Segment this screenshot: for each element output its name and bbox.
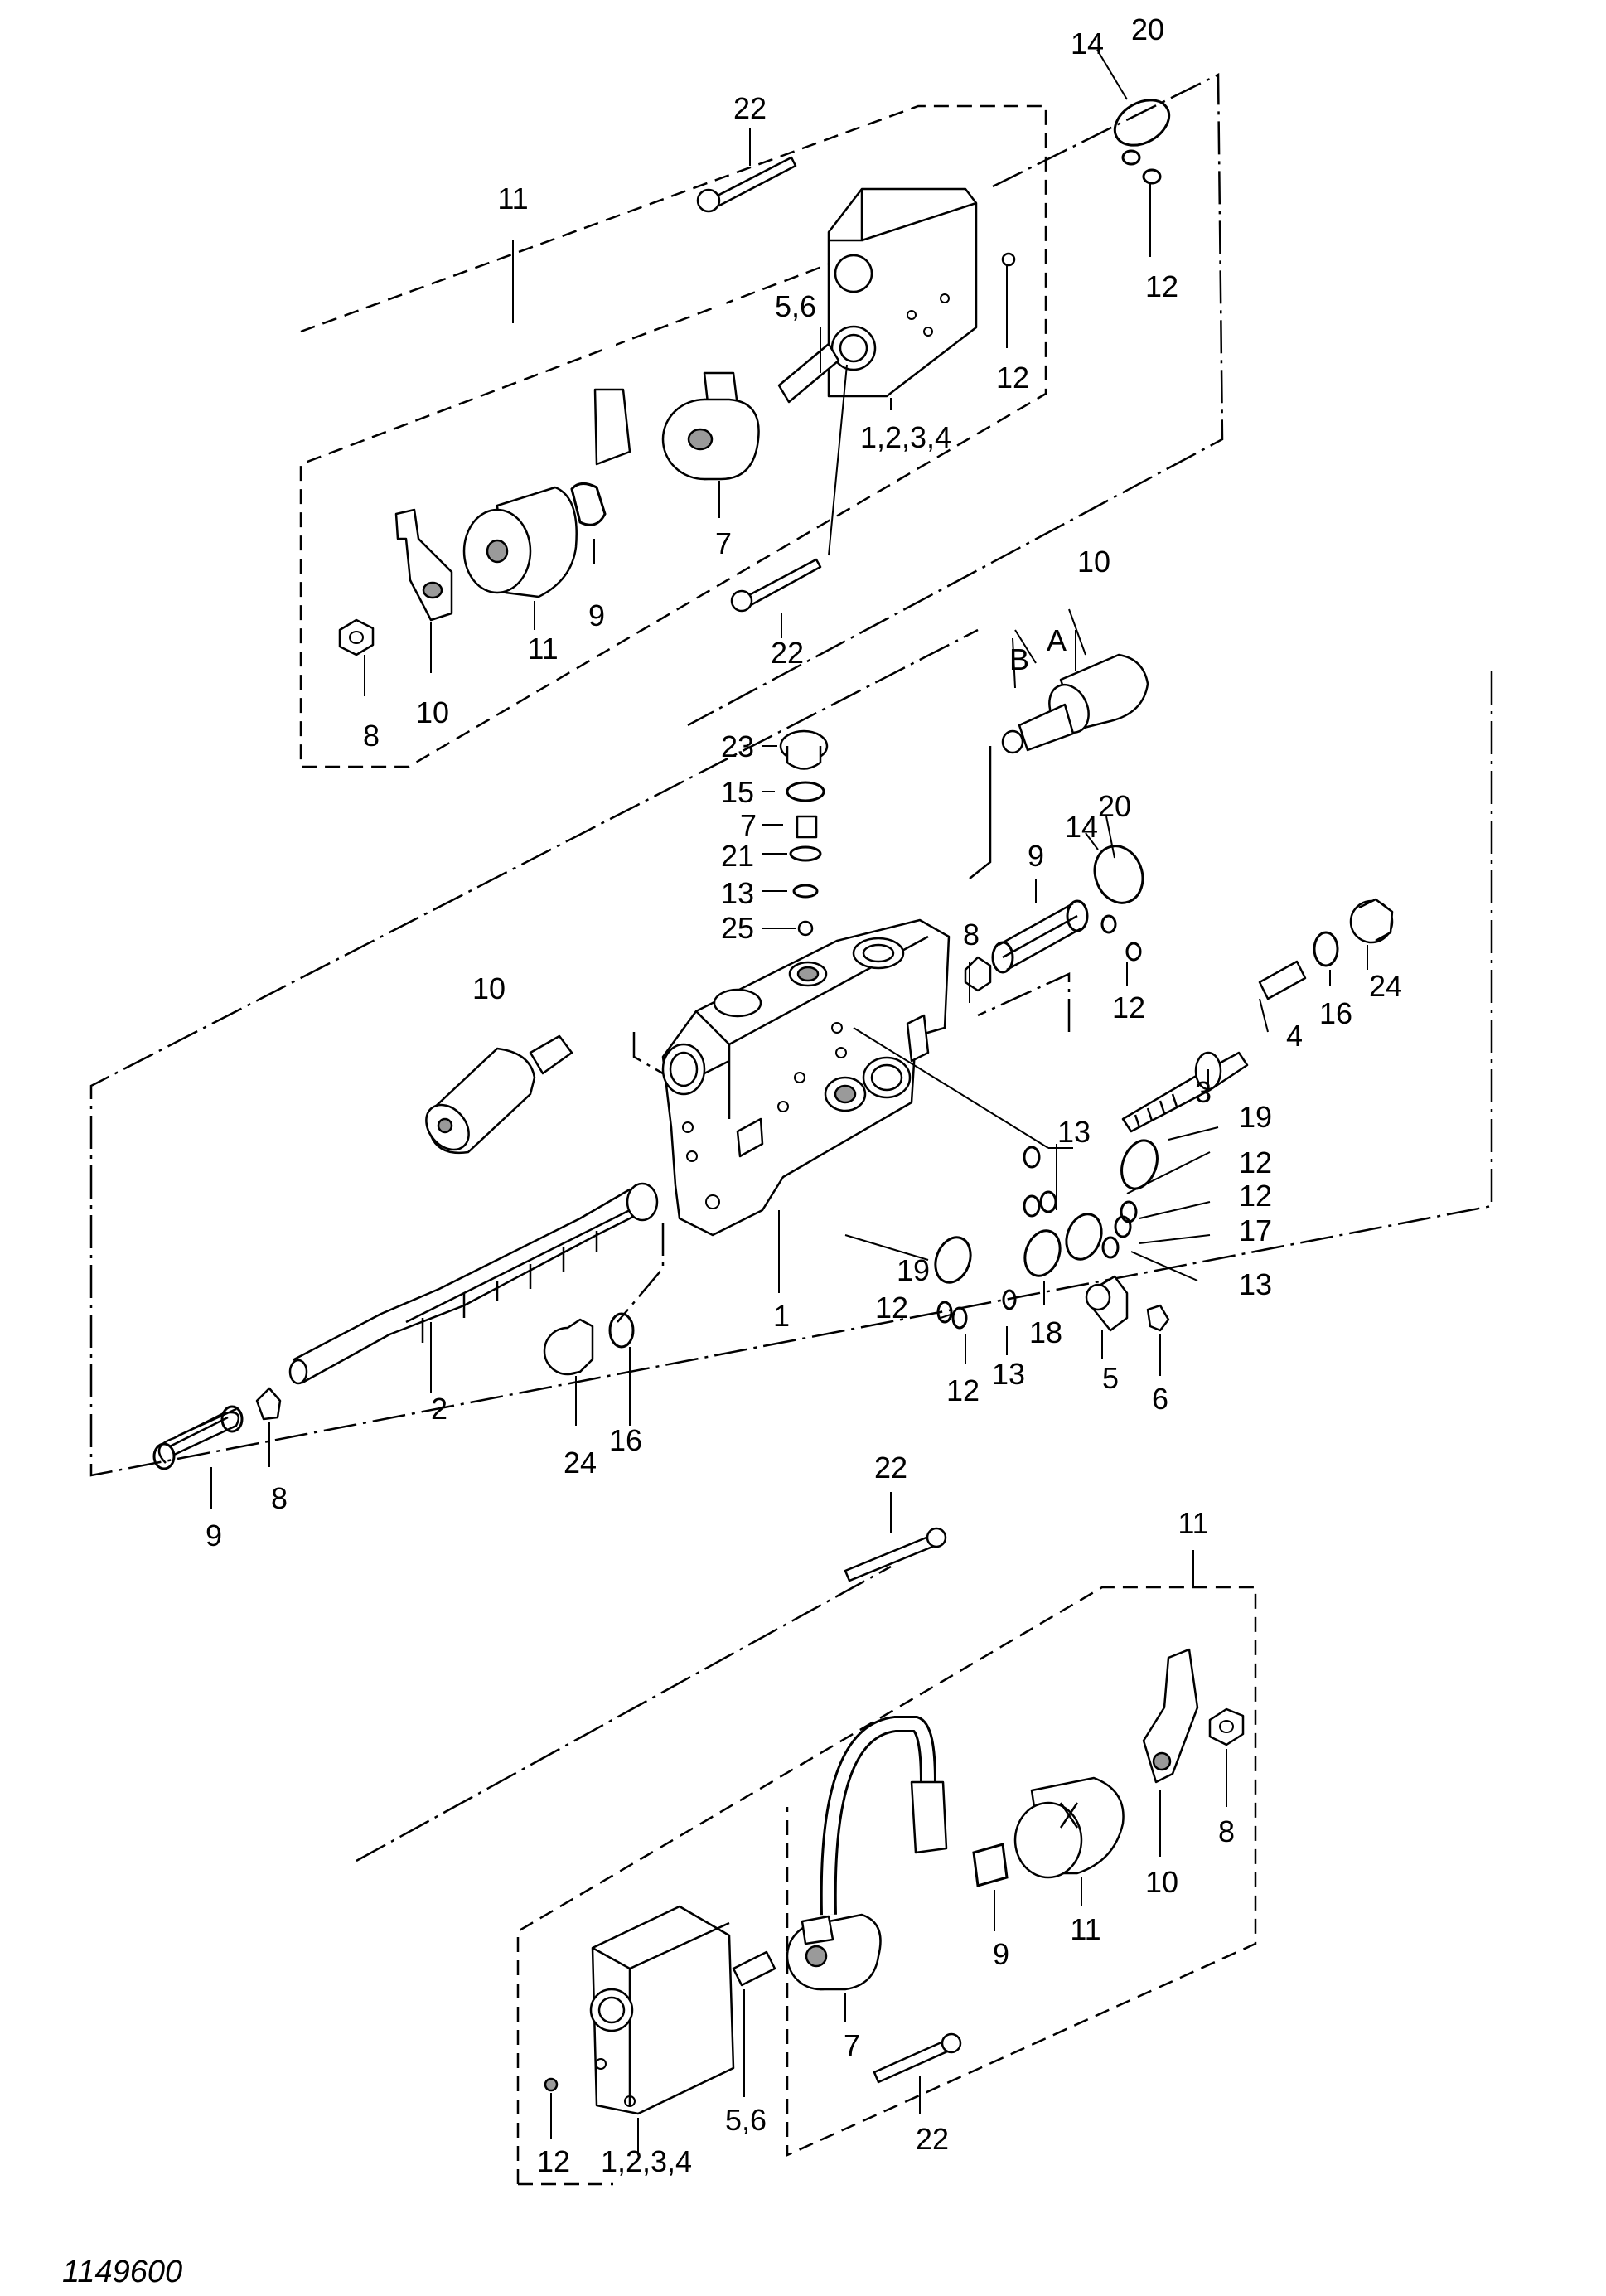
callout-15: 15 <box>721 775 754 809</box>
callout-11-bottom: 11 <box>1178 1506 1208 1540</box>
callout-7-top: 7 <box>715 526 732 560</box>
callout-9-bottom: 9 <box>993 1937 1009 1971</box>
callout-5-6-bottom: 5,6 <box>725 2103 767 2137</box>
callout-8-top: 8 <box>363 719 380 753</box>
bottom-solenoid-assembly <box>356 1492 1257 2186</box>
callout-4: 4 <box>1286 1019 1303 1053</box>
callout-5: 5 <box>1102 1361 1119 1395</box>
spring-9-left <box>152 1405 244 1470</box>
callout-B: B <box>1009 642 1029 676</box>
callout-12-mid-b: 12 <box>1239 1146 1272 1179</box>
callout-9-top: 9 <box>588 598 605 632</box>
spool-2 <box>288 1182 659 1385</box>
callout-9-mid: 9 <box>1028 839 1044 873</box>
callout-21: 21 <box>721 839 754 873</box>
callout-16-left: 16 <box>609 1423 642 1457</box>
callout-9-left: 9 <box>206 1519 222 1552</box>
callout-13-mid-low: 13 <box>992 1357 1025 1391</box>
callout-14-top: 14 <box>1071 27 1104 61</box>
callout-12-bottom: 12 <box>537 2144 570 2178</box>
callout-22-top-lower: 22 <box>771 636 804 670</box>
callout-14-mid: 14 <box>1065 810 1098 844</box>
callout-3: 3 <box>1195 1075 1212 1109</box>
callout-A: A <box>1047 623 1067 657</box>
callout-12-mid-c: 12 <box>1239 1179 1272 1213</box>
callout-22-top: 22 <box>733 91 767 125</box>
callout-17: 17 <box>1239 1213 1272 1247</box>
middle-valve-section <box>89 608 1493 1509</box>
callout-18: 18 <box>1029 1315 1062 1349</box>
callout-1-2-3-4-top: 1,2,3,4 <box>860 420 951 454</box>
callout-7-bottom: 7 <box>844 2028 860 2062</box>
callout-6: 6 <box>1152 1382 1168 1416</box>
callout-11-bottom-sleeve: 11 <box>1070 1912 1100 1946</box>
callout-labels: 22 11 14 20 12 5,6 12 1,2,3,4 7 9 11 10 … <box>62 12 1402 2289</box>
callout-10-top: 10 <box>416 695 449 729</box>
callout-8-left: 8 <box>271 1481 288 1515</box>
drawing-number: 1149600 <box>62 2255 182 2289</box>
callout-10-bottom: 10 <box>1145 1865 1178 1899</box>
callout-12-top-plug: 12 <box>996 361 1029 395</box>
callout-10-mid-left: 10 <box>472 971 506 1005</box>
callout-12-top-right: 12 <box>1145 269 1178 303</box>
callout-13-mid-right: 13 <box>1239 1267 1272 1301</box>
callout-23: 23 <box>721 729 754 763</box>
callout-25: 25 <box>721 911 754 945</box>
callout-12-mid-e: 12 <box>946 1373 980 1407</box>
sleeve-11-top <box>462 486 578 598</box>
callout-10-mid-right: 10 <box>1077 545 1110 579</box>
callout-2: 2 <box>431 1392 447 1426</box>
callout-11-top: 11 <box>497 182 528 216</box>
callout-1: 1 <box>773 1299 790 1333</box>
callout-11-top-sleeve: 11 <box>527 632 558 666</box>
callout-20-top: 20 <box>1131 12 1164 46</box>
callout-19-mid: 19 <box>1239 1100 1272 1134</box>
callout-12-mid-d: 12 <box>875 1291 908 1325</box>
callout-13-mid: 13 <box>1057 1115 1091 1149</box>
callout-12-mid-right: 12 <box>1112 991 1145 1024</box>
callout-20-mid: 20 <box>1098 789 1131 823</box>
spring-9-right <box>991 899 1089 974</box>
callout-22-bottom-lower: 22 <box>916 2122 949 2156</box>
callout-7-mid: 7 <box>740 808 757 842</box>
callout-22-bottom: 22 <box>874 1451 907 1485</box>
piston-3 <box>1121 1051 1249 1133</box>
callout-19-lower: 19 <box>897 1253 930 1287</box>
coil-7-top <box>661 398 760 481</box>
relief-valve-10-left <box>425 1034 573 1155</box>
callout-8-bottom: 8 <box>1218 1814 1235 1848</box>
callout-24-right: 24 <box>1369 969 1402 1003</box>
callout-5-6-top: 5,6 <box>775 289 816 323</box>
callout-8-mid: 8 <box>963 918 980 952</box>
relief-valve-10-right <box>969 653 1149 879</box>
valve-body-1 <box>661 918 951 1237</box>
callout-24-left: 24 <box>564 1446 597 1480</box>
callout-16-right: 16 <box>1319 996 1352 1030</box>
callout-1-2-3-4-bottom: 1,2,3,4 <box>601 2144 692 2178</box>
top-solenoid-assembly <box>299 49 1224 768</box>
callout-13-mid-top: 13 <box>721 876 754 910</box>
bolt-22-top <box>696 156 797 213</box>
plug-stack <box>779 729 829 937</box>
